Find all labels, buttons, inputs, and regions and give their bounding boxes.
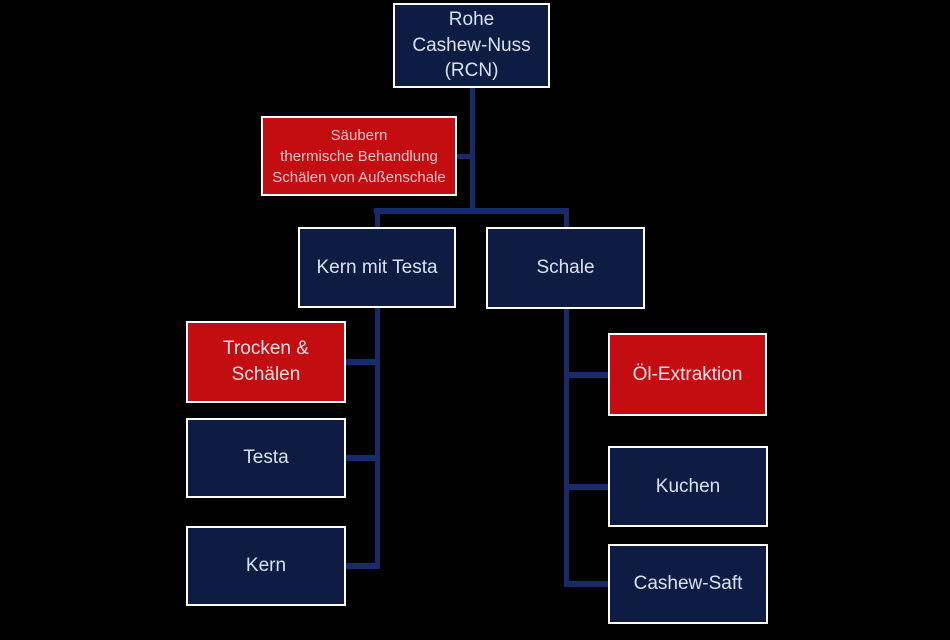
node-testa: Testa [186, 418, 346, 498]
node-trocken-schaelen: Trocken & Schälen [186, 321, 346, 403]
node-rcn: Rohe Cashew-Nuss (RCN) [393, 3, 550, 88]
connector-kern-stub [344, 563, 378, 569]
connector-oel-stub [566, 372, 610, 378]
node-oel-extraktion: Öl-Extraktion [608, 333, 767, 416]
connector-left-trunk [375, 306, 380, 569]
connector-saeubern-stub [455, 154, 475, 159]
connector-saft-stub [566, 581, 610, 587]
node-schale: Schale [486, 227, 645, 309]
node-saeubern: Säubern thermische Behandlung Schälen vo… [261, 116, 457, 196]
connector-right-trunk [564, 307, 569, 587]
connector-to-kern-mit-testa [375, 208, 380, 229]
node-kuchen: Kuchen [608, 446, 768, 527]
connector-to-schale [564, 208, 569, 229]
node-cashew-saft: Cashew-Saft [608, 544, 768, 624]
node-kern-mit-testa: Kern mit Testa [298, 227, 456, 308]
node-kern: Kern [186, 526, 346, 606]
connector-testa-stub [344, 455, 378, 461]
connector-split-bar [374, 208, 569, 214]
connector-kuchen-stub [566, 484, 610, 490]
connector-rcn-down [470, 88, 475, 214]
connector-trocken-stub [344, 359, 378, 365]
